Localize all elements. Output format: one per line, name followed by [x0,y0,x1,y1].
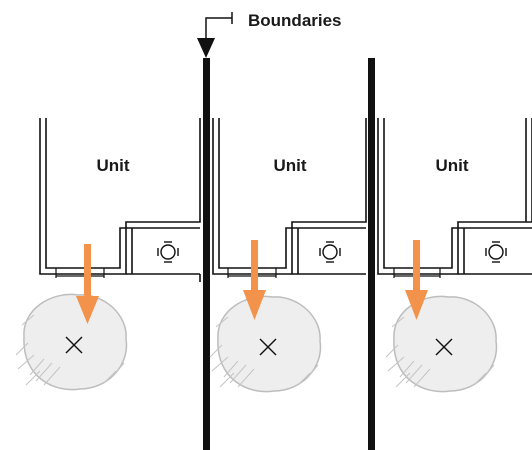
unit-wall [377,118,532,275]
boundary-callout: Boundaries [197,11,342,58]
unit-2: Unit [209,118,367,393]
fixture-icon [157,241,179,263]
leader-line [205,17,232,38]
arrow-icon [76,244,99,324]
boundary-wall-1 [203,58,210,450]
boundary-label: Boundaries [248,11,342,30]
unit-wall [39,118,201,282]
arrow-icon [405,240,428,320]
boundary-wall-2 [368,58,375,450]
unit-label: Unit [435,156,468,175]
fixture-icon [485,241,507,263]
arrow-icon [243,240,266,320]
fixture-icon [319,241,341,263]
shrub-icon [209,295,322,393]
unit-label: Unit [96,156,129,175]
shrub-icon [385,295,498,393]
boundary-marker-icon [197,38,215,58]
unit-wall [212,118,367,275]
unit-label: Unit [273,156,306,175]
shrub-icon [15,293,128,391]
unit-1: Unit [15,118,201,391]
unit-3: Unit [377,118,532,393]
door-opening [55,268,105,278]
